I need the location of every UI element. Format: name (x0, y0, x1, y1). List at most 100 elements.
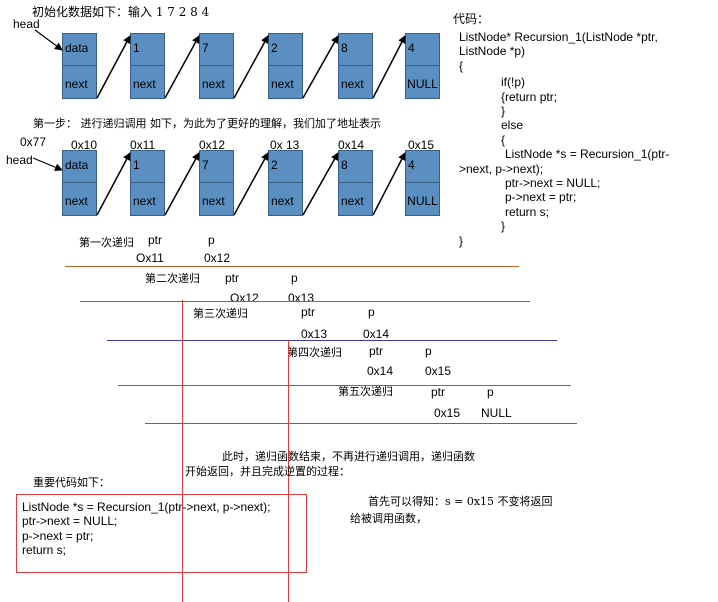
key-code-title: 重要代码如下： (33, 476, 110, 489)
next-pointer-arrow (372, 152, 406, 216)
recursion-label: 第四次递归 (287, 346, 342, 359)
node-address: 0x10 (71, 138, 98, 152)
ptr-value: Ox12 (230, 291, 259, 305)
node-data: 4 (408, 158, 415, 172)
head-label: head (13, 17, 40, 31)
next-pointer-arrow (302, 35, 339, 99)
next-pointer-arrow (302, 152, 339, 216)
list-node: 1 next (130, 33, 165, 99)
recursion-label: 第三次递归 (193, 307, 248, 320)
node-next: next (202, 77, 225, 91)
p-value: 0x12 (204, 251, 231, 265)
node-data: 8 (341, 158, 348, 172)
p-value: 0x13 (288, 291, 315, 305)
head-label-2: head (6, 153, 33, 167)
vertical-red-line (288, 340, 289, 602)
code-line: } (501, 219, 506, 234)
next-pointer-arrow (164, 35, 200, 99)
node-next: next (65, 77, 88, 91)
ptr-value: 0x13 (301, 327, 328, 341)
code-line: return s; (505, 204, 550, 219)
vertical-red-line (182, 300, 183, 602)
code-line: ListNode* Recursion_1(ListNode *ptr, (459, 30, 658, 44)
ptr-label: ptr (369, 344, 384, 358)
code-line: ListNode *s = Recursion_1(ptr->next, p->… (22, 500, 271, 514)
p-value: NULL (481, 406, 512, 420)
code-line: >next, p->next); (459, 161, 544, 176)
node-next: next (65, 194, 88, 208)
next-pointer-arrow (96, 35, 131, 99)
node-address: 0x 13 (270, 138, 300, 152)
node-address: 0x12 (199, 138, 226, 152)
next-pointer-arrow (164, 152, 200, 216)
note-line: 给被调用函数， (350, 512, 427, 525)
ptr-value: Ox11 (136, 251, 164, 265)
node-data: 1 (133, 41, 140, 55)
code-line: } (459, 233, 464, 248)
node-next: NULL (407, 77, 438, 91)
divider-line (107, 340, 557, 341)
p-value: 0x15 (425, 364, 452, 378)
recursion-label: 第五次递归 (338, 385, 393, 398)
node-next: next (341, 77, 364, 91)
step1-text: 第一步： 进行递归调用 如下，为此为了更好的理解，我们加了地址表示 (33, 117, 381, 130)
ptr-label: ptr (431, 385, 446, 399)
node-data: 7 (202, 41, 209, 55)
code-line: { (501, 132, 506, 147)
next-pointer-arrow (233, 35, 269, 99)
code-line: if(!p) (501, 75, 525, 90)
code-line: {return ptr; (501, 89, 558, 104)
next-pointer-arrow (372, 35, 406, 99)
node-next: next (133, 77, 156, 91)
node-next: NULL (407, 194, 438, 208)
code-title: 代码： (453, 12, 490, 26)
code-line: return s; (22, 543, 67, 558)
code-line: ListNode *p) (459, 44, 526, 59)
code-line: { (459, 58, 464, 73)
ptr-label: ptr (225, 271, 240, 285)
node-address: 0x15 (408, 138, 435, 152)
recursion-label: 第一次递归 (79, 236, 134, 249)
code-block: ListNode* Recursion_1(ListNode *ptr, Lis… (459, 30, 709, 248)
node-data: data (65, 41, 89, 55)
node-address: 0x14 (338, 138, 365, 152)
end-text-line: 开始返回，并且完成逆置的过程： (185, 465, 350, 478)
list-node: data next (62, 33, 97, 99)
list-node: 8 next (338, 33, 373, 99)
ptr-value: 0x14 (367, 364, 394, 378)
node-data: 4 (408, 41, 415, 55)
next-pointer-arrow (96, 152, 131, 216)
code-line: ptr->next = NULL; (505, 176, 601, 191)
code-line: ptr->next = NULL; (22, 514, 118, 529)
next-pointer-arrow (233, 152, 269, 216)
node-data: 7 (202, 158, 209, 172)
node-data: 8 (341, 41, 348, 55)
code-line: } (501, 104, 506, 119)
node-data: 2 (271, 158, 278, 172)
end-text-line: 此时，递归函数结束，不再进行递归调用，递归函数 (222, 450, 475, 463)
divider-line (118, 385, 571, 386)
intro-text: 初始化数据如下：输入 1 7 2 8 4 (32, 5, 210, 19)
code-line: else (501, 118, 524, 133)
list-node: 2 next (268, 150, 303, 216)
p-value: 0x14 (363, 327, 390, 341)
code-line: p->next = ptr; (505, 190, 577, 205)
node-next: next (133, 194, 156, 208)
key-code-box (16, 494, 307, 573)
head-address: 0x77 (20, 135, 47, 149)
list-node: 7 next (199, 33, 234, 99)
p-label: p (425, 344, 432, 358)
code-line: p->next = ptr; (22, 528, 94, 543)
node-data: 2 (271, 41, 278, 55)
ptr-value: 0x15 (434, 406, 461, 420)
p-label: p (208, 233, 215, 247)
node-next: next (271, 194, 294, 208)
